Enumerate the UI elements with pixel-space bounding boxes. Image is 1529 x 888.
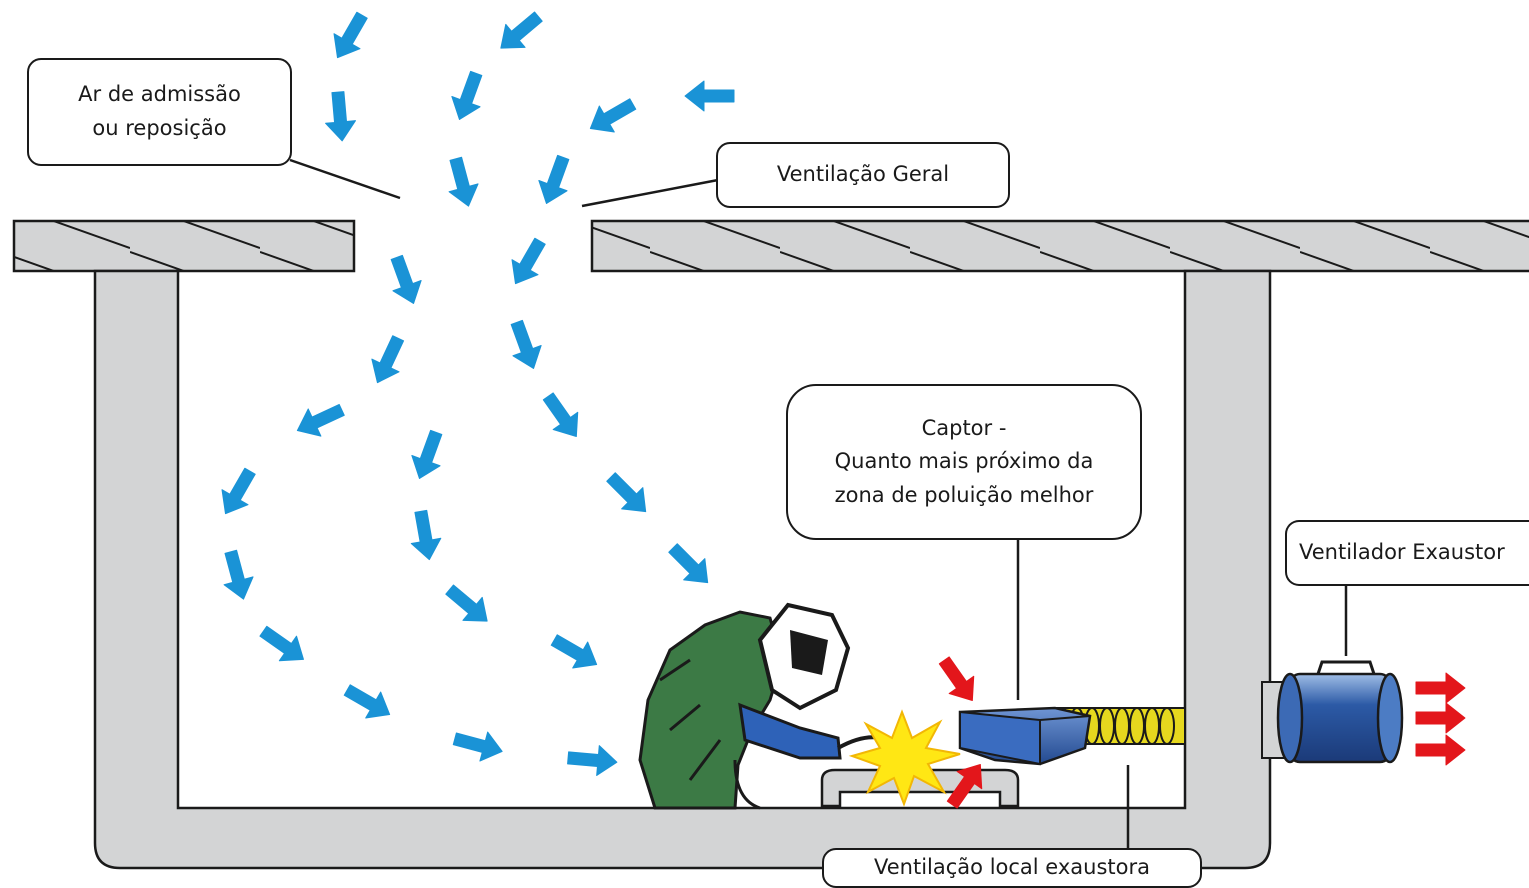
room-walls: [93, 269, 1272, 870]
blue-arrow-icon-2: [500, 11, 543, 49]
leader-lines: [289, 158, 1348, 848]
red-arrow-icon-1: [938, 656, 975, 701]
general-ventilation-callout: Ventilação Geral: [716, 142, 1010, 208]
blue-arrow-icon-22: [550, 634, 598, 669]
blue-arrow-icon-26: [567, 745, 618, 776]
blue-arrow-icon-1: [333, 11, 368, 59]
blue-arrow-icon-12: [510, 319, 542, 369]
ceiling-slab: [12, 219, 1529, 273]
red-arrow-icon-2: [946, 764, 983, 809]
blue-arrow-icon-9: [390, 254, 422, 304]
red-arrow-icon-3: [1415, 672, 1466, 704]
blue-arrow-icon-14: [542, 392, 579, 437]
exhaust-fan-icon: [1261, 660, 1404, 764]
exhaust-fan-label: Ventilador Exaustor: [1299, 540, 1505, 565]
capture-hood-icon: [958, 706, 1092, 766]
airflow-arrows: [221, 11, 735, 776]
blue-arrow-icon-13: [296, 403, 345, 437]
intake-air-line-1: Ar de admissão: [78, 82, 241, 107]
red-arrow-icon-5: [1415, 734, 1466, 766]
blue-arrow-icon-16: [606, 472, 647, 513]
blue-arrow-icon-6: [589, 98, 637, 133]
captor-line-1: Captor -: [921, 415, 1007, 440]
blue-arrow-icon-17: [221, 467, 256, 515]
blue-arrow-icon-20: [445, 584, 488, 622]
captor-line-3: zona de poluição melhor: [834, 482, 1094, 507]
blue-arrow-icon-18: [668, 543, 709, 584]
blue-arrow-icon-5: [684, 80, 735, 112]
blue-arrow-icon-8: [538, 154, 570, 204]
captor-line-2: Quanto mais próximo da: [834, 449, 1094, 474]
contaminant-arrows: [938, 656, 1466, 809]
blue-arrow-icon-21: [223, 549, 254, 600]
blue-arrow-icon-23: [259, 625, 304, 662]
intake-air-line-2: ou reposição: [92, 116, 227, 140]
blue-arrow-icon-7: [448, 156, 479, 207]
red-arrow-icon-4: [1415, 702, 1466, 734]
welding-spark-icon: [848, 709, 961, 807]
general-ventilation-label: Ventilação Geral: [776, 162, 950, 187]
welder-icon: [638, 602, 893, 810]
blue-arrow-icon-4: [451, 70, 483, 120]
blue-arrow-icon-25: [452, 731, 503, 762]
local-exhaust-callout: Ventilação local exaustora: [822, 848, 1202, 888]
blue-arrow-icon-24: [343, 684, 391, 719]
blue-arrow-icon-15: [411, 429, 443, 479]
intake-air-callout: Ar de admissão ou reposição: [27, 58, 292, 166]
local-exhaust-label: Ventilação local exaustora: [874, 855, 1150, 880]
blue-arrow-icon-10: [511, 237, 546, 285]
blue-arrow-icon-11: [371, 335, 405, 384]
blue-arrow-icon-3: [325, 91, 356, 142]
blue-arrow-icon-19: [410, 509, 442, 561]
exhaust-fan-callout: Ventilador Exaustor: [1285, 520, 1529, 586]
captor-callout: Captor - Quanto mais próximo da zona de …: [786, 384, 1142, 540]
